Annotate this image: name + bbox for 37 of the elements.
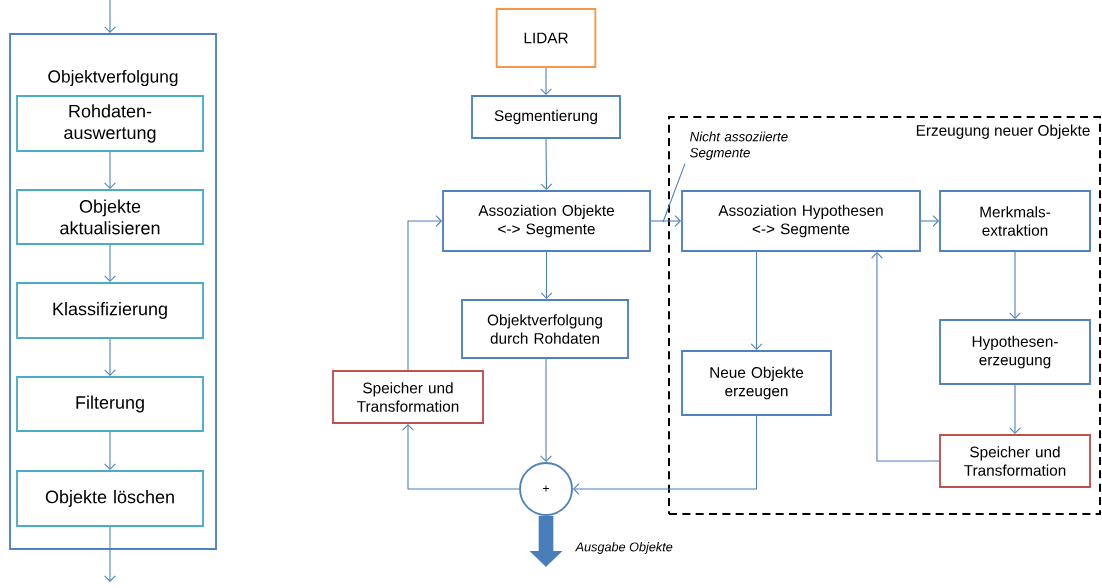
arrow	[1009, 384, 1021, 435]
arrow	[540, 251, 553, 300]
arrow	[402, 423, 520, 490]
arrow	[1009, 251, 1021, 320]
arrow	[104, 0, 116, 34]
process-box: Rohdaten-auswertung	[16, 95, 204, 152]
process-box: Assoziation Hypothesen <-> Segmente	[681, 190, 921, 252]
arrow	[871, 251, 940, 462]
arrow	[540, 138, 553, 191]
arrow	[104, 338, 116, 377]
arrow	[750, 251, 763, 351]
arrow	[540, 67, 552, 96]
process-box: Merkmals-extraktion	[939, 190, 1091, 252]
process-box: Hypothesen-erzeugung	[939, 319, 1091, 385]
process-box: Objektverfolgung durch Rohdaten	[461, 299, 629, 359]
process-box: Objekte aktualisieren	[16, 189, 204, 245]
arrow	[650, 215, 682, 227]
arrow	[407, 215, 443, 371]
annotation-text: Nicht assoziierte Segmente	[690, 131, 788, 160]
process-box: Filterung	[16, 376, 204, 432]
process-box: Klassifizierung	[16, 282, 204, 339]
arrow	[104, 526, 116, 582]
arrow	[104, 431, 116, 471]
leader-line	[662, 163, 686, 223]
process-box: Objekte löschen	[16, 470, 204, 527]
memory-box: Speicher und Transformation	[332, 370, 484, 424]
arrow	[104, 244, 116, 283]
sensor-box: LIDAR	[495, 8, 597, 68]
process-box: Neue Objekte erzeugen	[681, 350, 832, 416]
arrow	[572, 415, 758, 495]
edge-label: Ausgabe Objekte	[575, 542, 673, 554]
arrow	[540, 358, 552, 463]
process-box: Assoziation Objekte <-> Segmente	[442, 190, 651, 252]
arrow	[920, 215, 940, 227]
memory-box: Speicher und Transformation	[939, 434, 1091, 488]
process-box: Segmentierung	[471, 95, 621, 139]
arrow	[104, 151, 116, 190]
